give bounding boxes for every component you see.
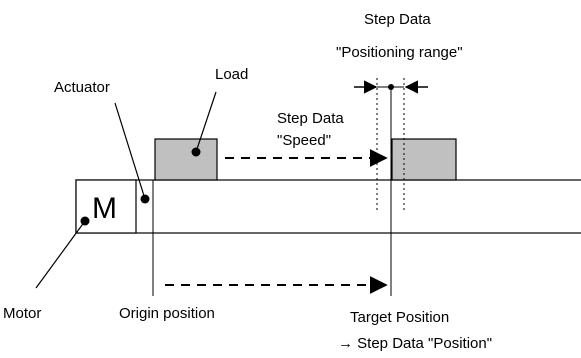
origin-position-label: Origin position — [119, 305, 215, 322]
load-label: Load — [215, 66, 248, 83]
load-leader — [195, 91, 217, 153]
actuator-leader — [114, 102, 146, 200]
step-data-speed-line1: Step Data — [277, 110, 344, 127]
actuator-body — [75, 179, 581, 234]
motor-leader — [35, 220, 86, 289]
target-position-label: Target Position — [350, 309, 449, 326]
motor-symbol: M — [92, 192, 117, 225]
actuator-leader-dot — [140, 194, 150, 204]
step-data-speed-line2: "Speed" — [277, 132, 331, 149]
load-origin — [154, 138, 218, 181]
range-center-dot — [388, 84, 394, 90]
motor-leader-dot — [80, 216, 90, 226]
actuator-label: Actuator — [54, 79, 110, 96]
target-step-data-label: → Step Data "Position" — [338, 335, 492, 352]
load-leader-dot — [191, 147, 201, 157]
step-data-range-line1: Step Data — [364, 11, 431, 28]
step-data-range-line2: "Positioning range" — [336, 44, 463, 61]
motor-label: Motor — [3, 305, 41, 322]
load-target — [391, 138, 457, 181]
